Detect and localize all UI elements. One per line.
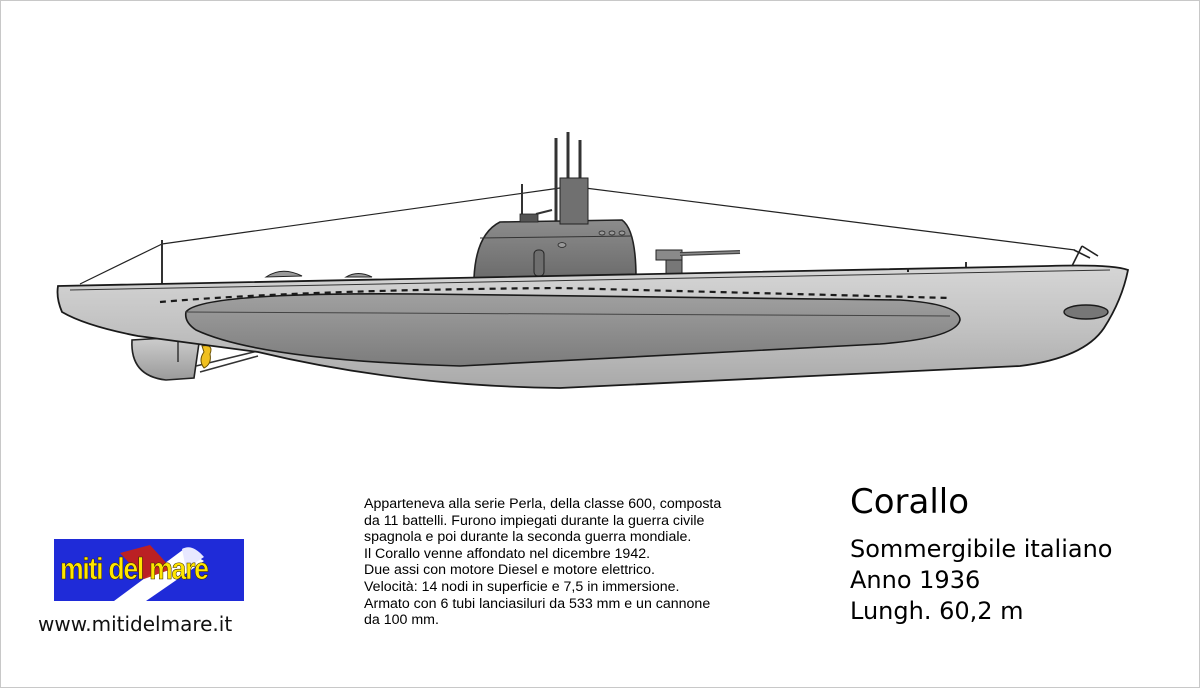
rudder xyxy=(131,335,201,381)
logo-decoration xyxy=(114,545,204,601)
logo: miti del mare xyxy=(54,539,244,601)
description-line: Armato con 6 tubi lanciasiluri da 533 mm… xyxy=(364,595,711,612)
bow-fairing xyxy=(1063,304,1109,320)
ballast-bulge xyxy=(184,293,961,367)
waterline-dashes xyxy=(159,286,951,304)
description-line: da 100 mm. xyxy=(364,612,439,629)
vessel-year: Anno 1936 xyxy=(850,566,981,594)
vessel-name: Corallo xyxy=(850,482,970,522)
description-line: Velocità: 14 nodi in superficie e 7,5 in… xyxy=(364,578,680,595)
deck-hatch-aft xyxy=(264,270,303,278)
net-cutter xyxy=(1071,245,1099,267)
vessel-title-block: Corallo Sommergibile italiano Anno 1936 … xyxy=(850,480,1190,627)
deck-gun xyxy=(655,249,741,279)
logo-text: miti del mare xyxy=(60,551,210,587)
description-line: spagnola e poi durante la seconda guerra… xyxy=(364,529,692,546)
vessel-description: Apparteneva alla serie Perla, della clas… xyxy=(364,496,804,629)
antenna-wires xyxy=(79,187,1076,285)
vessel-type: Sommergibile italiano xyxy=(850,535,1113,563)
description-line: Il Corallo venne affondato nel dicembre … xyxy=(364,545,651,562)
submarine-illustration xyxy=(56,132,1130,389)
keel-line xyxy=(185,311,951,317)
propeller xyxy=(200,345,212,369)
conning-tower xyxy=(473,177,637,279)
description-line: Apparteneva alla serie Perla, della clas… xyxy=(364,496,722,512)
deck-line xyxy=(69,269,1111,291)
description-line: da 11 battelli. Furono impiegati durante… xyxy=(364,512,705,529)
website-link[interactable]: www.mitidelmare.it xyxy=(38,612,233,636)
vessel-specs: Sommergibile italiano Anno 1936 Lungh. 6… xyxy=(850,534,1190,627)
vessel-length: Lungh. 60,2 m xyxy=(850,597,1024,625)
deck-hatch-mid xyxy=(344,273,373,278)
description-line: Due assi con motore Diesel e motore elet… xyxy=(364,562,655,579)
